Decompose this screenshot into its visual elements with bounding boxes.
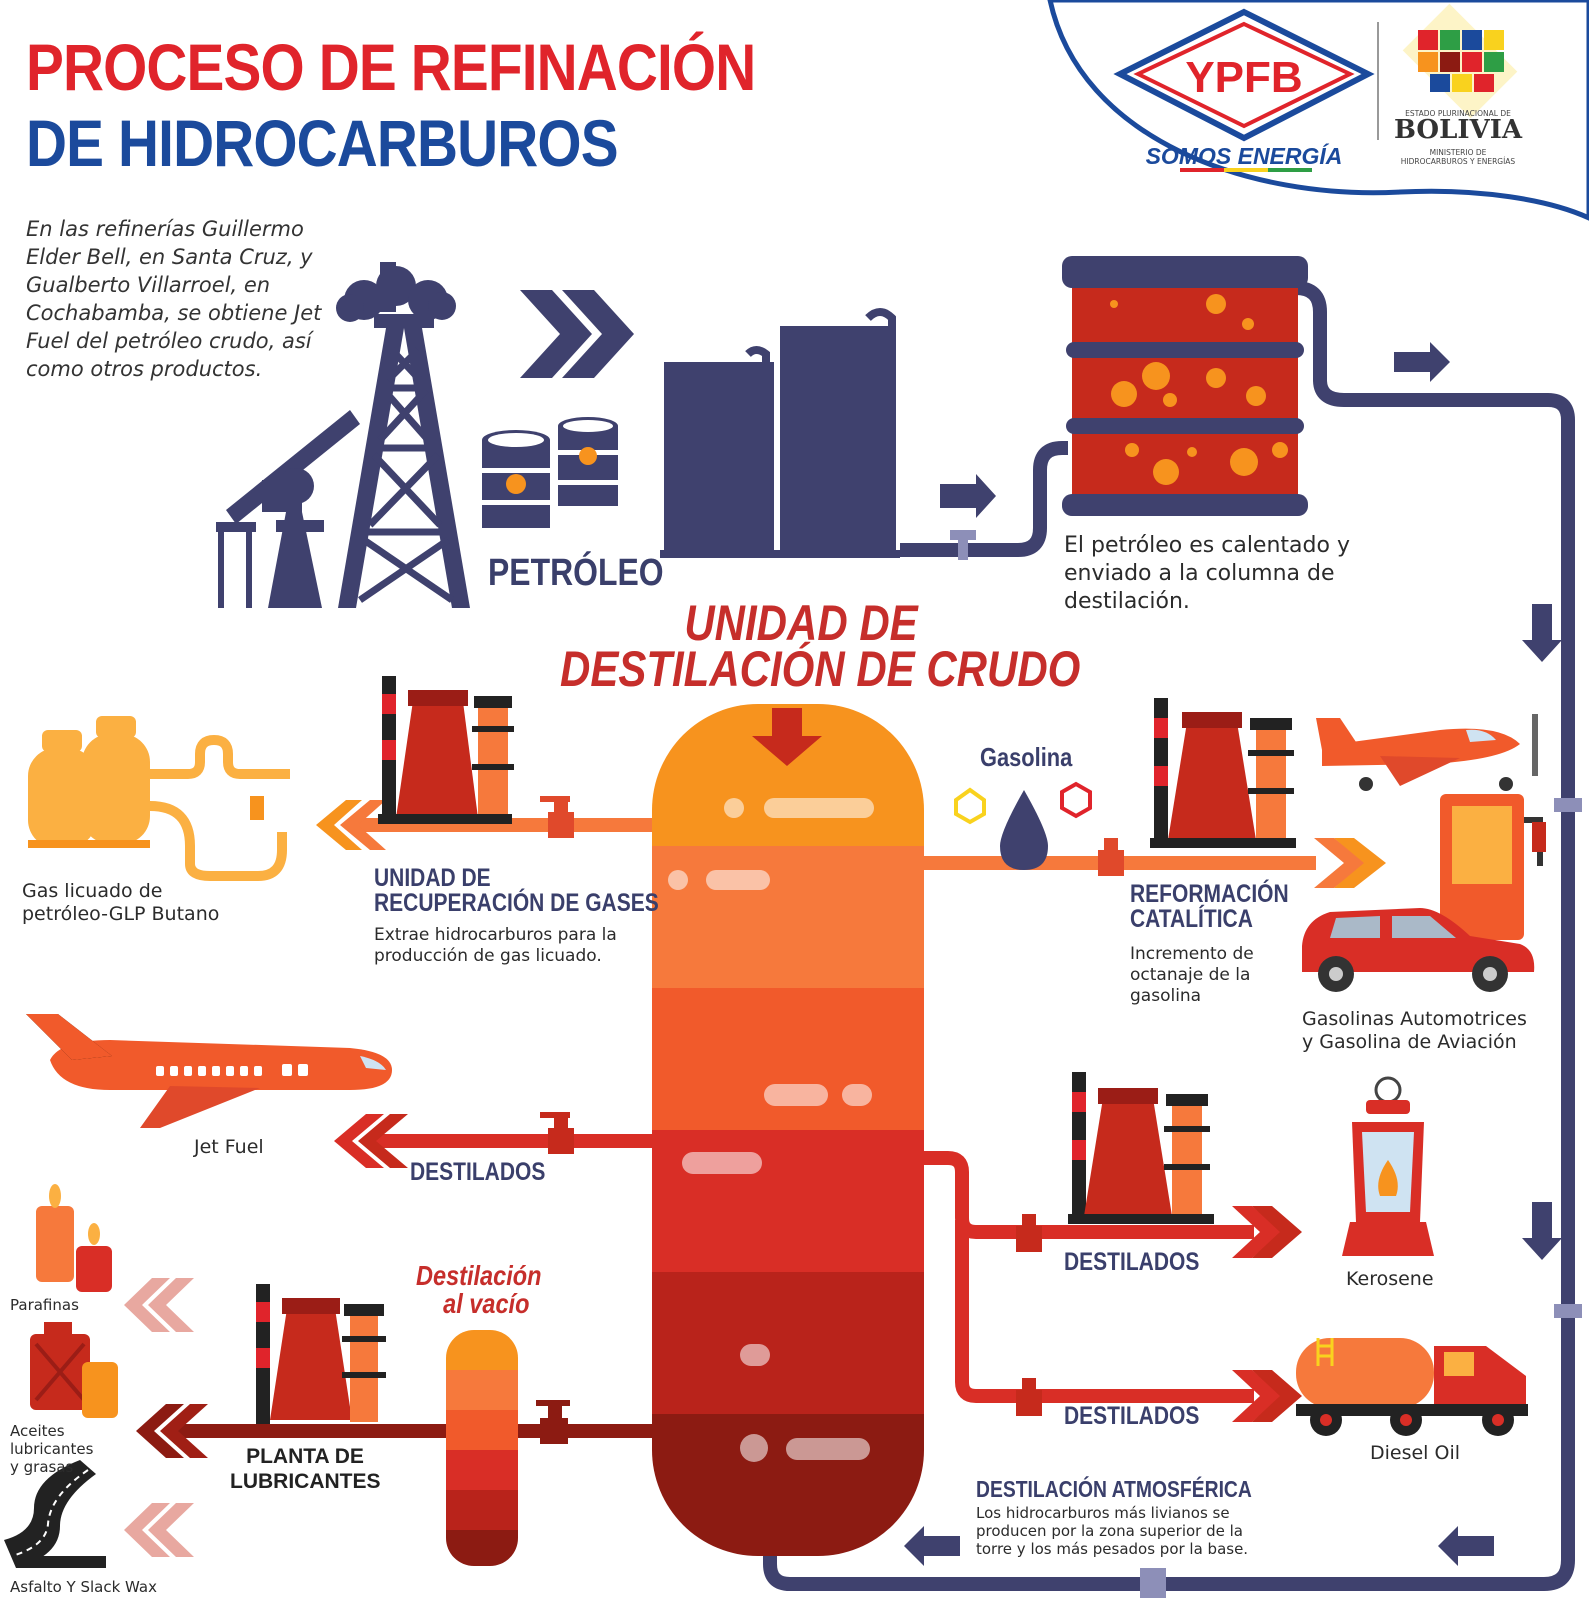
- reforming-unit-icon: [1150, 698, 1296, 848]
- lubricants-label-2: lubricantes: [10, 1440, 94, 1458]
- loop-valves: [1140, 798, 1582, 1598]
- loop-arrows: [904, 342, 1562, 1566]
- parafinas-label: Parafinas: [10, 1296, 79, 1314]
- feed-pipe: [763, 281, 1575, 1591]
- asphalt-road-icon: [4, 1460, 106, 1568]
- oil-barrels-icon: [482, 417, 618, 528]
- title-line-1: PROCESO DE REFINACIÓN: [26, 30, 756, 104]
- ministry-text-2: HIDROCARBUROS Y ENERGÍAS: [1401, 157, 1516, 166]
- storage-tanks-icon: [660, 308, 996, 558]
- gas-recovery-title-1: UNIDAD DE: [374, 864, 491, 892]
- lubricants-plant-2: LUBRICANTES: [230, 1470, 381, 1493]
- lpg-label-1: Gas licuado de: [22, 880, 163, 902]
- pipe-valve-1: [950, 530, 976, 560]
- lpg-label: Gas licuado de petróleo-GLP Butano: [22, 880, 219, 926]
- flow-chevrons-icon: [520, 290, 634, 378]
- car-icon: [1302, 908, 1535, 992]
- residue-pipes: [136, 1400, 652, 1458]
- gas-recovery-desc: Extrae hidrocarburos para la producción …: [374, 925, 617, 966]
- reforming-title-2: CATALÍTICA: [1130, 905, 1253, 933]
- ypfb-wordmark: YPFB: [1185, 53, 1302, 102]
- gas-recovery-title-2: RECUPERACIÓN DE GASES: [374, 889, 659, 917]
- destilados-left-label: DESTILADOS: [410, 1158, 546, 1186]
- state-small-text: ESTADO PLURINACIONAL DE: [1405, 109, 1511, 118]
- gasoline-products-2: y Gasolina de Aviación: [1302, 1031, 1517, 1053]
- reforming-desc: Incremento de octanaje de la gasolina: [1130, 944, 1254, 1007]
- lubricants-label: Aceites lubricantes y grasas: [10, 1422, 93, 1476]
- gasoline-products-1: Gasolinas Automotrices: [1302, 1008, 1527, 1030]
- small-plane-icon: [1316, 714, 1538, 791]
- bolivia-emblem: ESTADO PLURINACIONAL DE BOLIVIA MINISTER…: [1394, 3, 1523, 166]
- atmospheric-desc-1: Los hidrocarburos más livianos se: [976, 1504, 1230, 1522]
- gasoline-products-label: Gasolinas Automotrices y Gasolina de Avi…: [1302, 1008, 1527, 1054]
- destilados-right-2-label: DESTILADOS: [1064, 1402, 1200, 1430]
- gasolina-label: Gasolina: [980, 742, 1073, 772]
- gasoline-drop-icon: [954, 781, 1092, 870]
- jet-fuel-pipe: [334, 1112, 652, 1168]
- gas-recovery-unit-icon: [378, 676, 514, 824]
- reforming-desc-1: Incremento de: [1130, 944, 1254, 964]
- oil-derrick-icon: [216, 262, 470, 608]
- heating-text: El petróleo es calentado y enviado a la …: [1064, 533, 1350, 614]
- lubricants-plant-label: PLANTA DE LUBRICANTES: [230, 1444, 381, 1494]
- ministry-text-1: MINISTERIO DE: [1430, 148, 1487, 157]
- pale-chevrons: [124, 1278, 194, 1557]
- oil-cans-icon: [30, 1322, 118, 1418]
- atmospheric-desc-2: producen por la zona superior de la: [976, 1522, 1243, 1540]
- vacuum-title-1: Destilación: [416, 1260, 542, 1291]
- lantern-icon: [1342, 1076, 1434, 1256]
- candles-icon: [36, 1184, 112, 1292]
- atmospheric-title: DESTILACIÓN ATMOSFÉRICA: [976, 1476, 1252, 1502]
- airliner-icon: [26, 1014, 392, 1128]
- intro-text: En las refinerías Guillermo Elder Bell, …: [26, 217, 322, 381]
- lubricants-label-1: Aceites: [10, 1422, 65, 1440]
- column-title-line-2: DESTILACIÓN DE CRUDO: [560, 641, 1081, 697]
- petroleo-label: PETRÓLEO: [488, 552, 664, 594]
- ypfb-logo: YPFB SOMOS ENERGÍA: [1113, 8, 1375, 172]
- distillates-unit-icon: [1068, 1072, 1214, 1224]
- country-text: BOLIVIA: [1394, 115, 1523, 145]
- atmospheric-desc-3: torre y los más pesados por la base.: [976, 1540, 1249, 1558]
- title-line-2: DE HIDROCARBUROS: [26, 106, 619, 180]
- column-title-line-1: UNIDAD DE: [684, 595, 918, 651]
- slogan-text: SOMOS ENERGÍA: [1146, 142, 1343, 169]
- destilados-right-1-label: DESTILADOS: [1064, 1248, 1200, 1276]
- gas-recovery-title: UNIDAD DE RECUPERACIÓN DE GASES: [374, 866, 659, 916]
- diesel-label: Diesel Oil: [1370, 1442, 1461, 1464]
- lpg-cylinders-icon: [28, 716, 290, 881]
- jet-fuel-label: Jet Fuel: [194, 1136, 264, 1158]
- reforming-desc-3: gasolina: [1130, 986, 1202, 1006]
- tanker-truck-icon: [1296, 1338, 1528, 1436]
- reforming-title: REFORMACIÓN CATALÍTICA: [1130, 882, 1289, 932]
- column-title: UNIDAD DE DESTILACIÓN DE CRUDO: [560, 595, 1081, 697]
- heater-furnace-icon: [1062, 256, 1308, 516]
- vacuum-title: Destilación al vacío: [416, 1262, 541, 1318]
- kerosene-label: Kerosene: [1346, 1268, 1434, 1290]
- vacuum-column: [446, 1330, 518, 1566]
- fuel-pump-icon: [1440, 794, 1546, 940]
- reforming-title-1: REFORMACIÓN: [1130, 880, 1289, 908]
- lubricants-plant-icon: [256, 1284, 386, 1424]
- vacuum-title-2: al vacío: [443, 1288, 530, 1319]
- reforming-desc-2: octanaje de la: [1130, 965, 1251, 985]
- asphalt-label: Asfalto Y Slack Wax: [10, 1578, 157, 1596]
- lpg-label-2: petróleo-GLP Butano: [22, 903, 220, 925]
- distillates-pipe-right: [924, 1151, 1254, 1403]
- distillation-column: [652, 704, 924, 1556]
- lubricants-label-3: y grasas: [10, 1458, 74, 1476]
- lubricants-plant-1: PLANTA DE: [246, 1445, 364, 1468]
- atmospheric-desc: Los hidrocarburos más livianos se produc…: [976, 1504, 1248, 1558]
- distillates-arrows-right: [1016, 1206, 1302, 1422]
